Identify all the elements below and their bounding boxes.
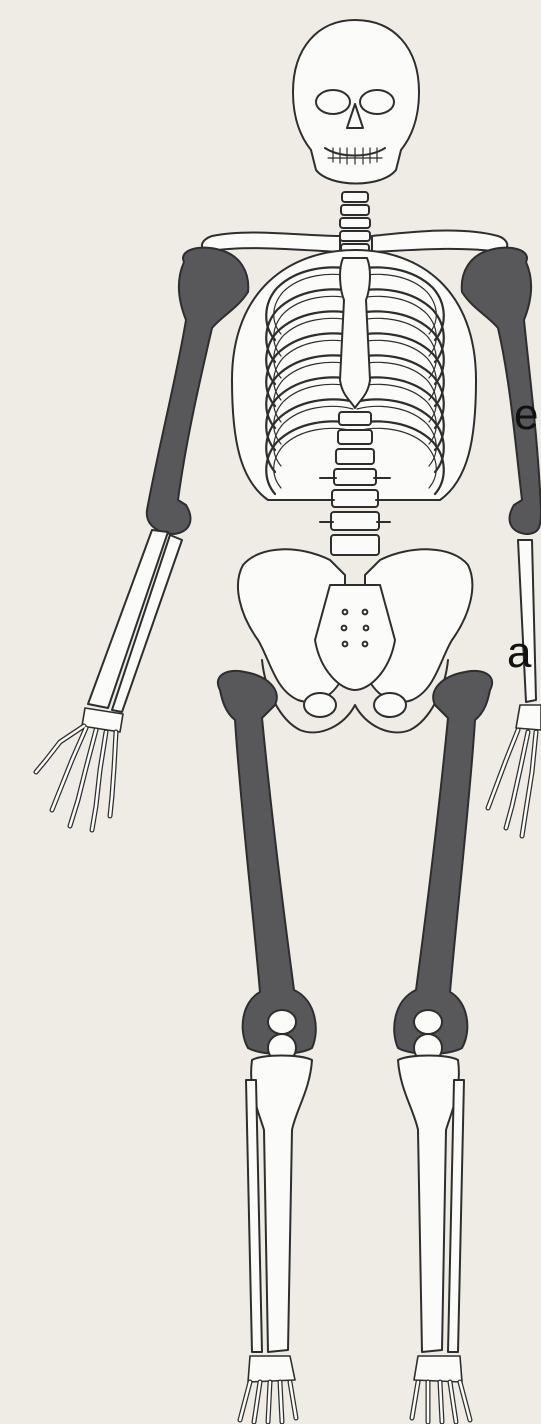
clavicle-left [372, 231, 507, 252]
partial-label-a: a [507, 631, 531, 675]
cervical-spine [340, 192, 370, 254]
partial-label-e: e [514, 393, 538, 437]
sternum [340, 258, 370, 408]
clavicle-right [202, 232, 340, 252]
